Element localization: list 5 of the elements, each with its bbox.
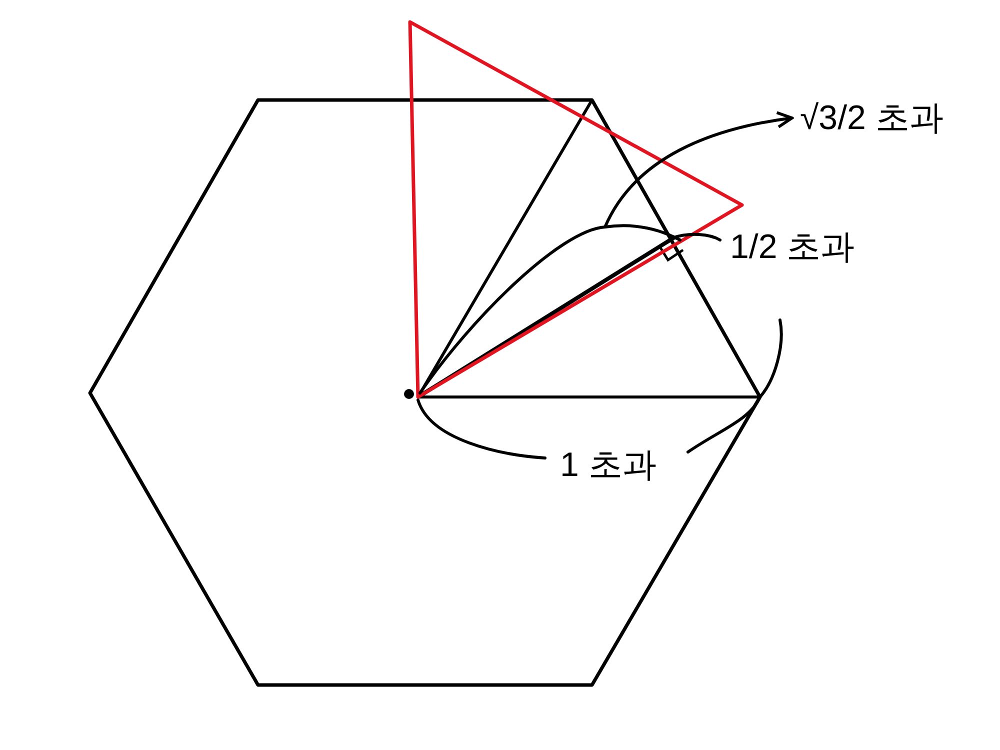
measure-label: 1 초과 xyxy=(560,445,656,486)
arrow xyxy=(604,112,794,228)
dimension-bracket xyxy=(418,224,682,394)
measure-label: √3/2 초과 xyxy=(800,98,944,138)
measure-label: 1/2 초과 xyxy=(730,227,855,268)
